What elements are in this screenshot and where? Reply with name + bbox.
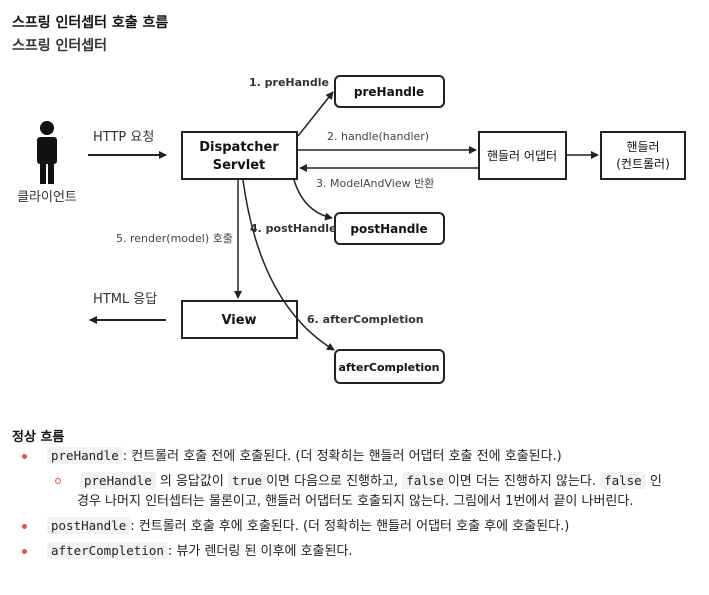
posthandle-box-label: postHandle — [350, 222, 427, 236]
item2-text: : 컨트롤러 호출 후에 호출된다. (더 정확히는 핸들러 어댑터 호출 후에… — [130, 519, 570, 534]
step6-arrow — [242, 179, 335, 351]
posthandle-box — [334, 212, 445, 245]
item1-text: : 컨트롤러 호출 전에 호출된다. (더 정확히는 핸들러 어댑터 호출 전에… — [122, 449, 562, 464]
dispatcher-label-line1: Dispatcher — [199, 140, 279, 155]
code-prehandle: preHandle — [47, 447, 123, 464]
sub1-text4: 인 — [649, 474, 662, 489]
sub1-text5: 경우 나머지 인터셉터는 물론이고, 핸들러 어댑터도 호출되지 않는다. 그림… — [77, 494, 634, 509]
handler-adapter-box — [478, 131, 567, 180]
item3-text: : 뷰가 렌더링 된 이후에 호출된다. — [167, 544, 353, 559]
sub1-text1: 의 응답값이 — [159, 474, 224, 489]
list-item-aftercompletion: afterCompletion: 뷰가 렌더링 된 이후에 호출된다. — [0, 541, 709, 562]
client-label: 클라이언트 — [17, 190, 77, 205]
code-prehandle-2: preHandle — [80, 472, 156, 489]
view-box — [181, 300, 298, 339]
view-box-label: View — [221, 313, 256, 328]
notes-list: preHandle: 컨트롤러 호출 전에 호출된다. (더 정확히는 핸들러 … — [0, 446, 709, 566]
html-response-label: HTML 응답 — [93, 292, 157, 307]
step5-label: 5. render(model) 호출 — [116, 232, 233, 245]
list-item-prehandle: preHandle: 컨트롤러 호출 전에 호출된다. (더 정확히는 핸들러 … — [0, 446, 709, 467]
interceptor-flow-diagram: 클라이언트 HTTP 요청 HTML 응답 Dispatcher Servlet… — [17, 75, 686, 384]
person-icon — [37, 121, 57, 184]
normal-flow-title: 정상 흐름 — [12, 430, 65, 445]
prehandle-box — [334, 75, 445, 108]
aftercompletion-box — [334, 349, 445, 384]
handler-box — [600, 131, 686, 180]
prehandle-box-label: preHandle — [354, 85, 424, 99]
code-posthandle: postHandle — [47, 517, 131, 534]
handler-adapter-label: 핸들러 어댑터 — [487, 148, 557, 163]
step6-label: 6. afterCompletion — [307, 313, 424, 326]
aftercompletion-box-label: afterCompletion — [339, 361, 440, 374]
list-item-posthandle: postHandle: 컨트롤러 호출 후에 호출된다. (더 정확히는 핸들러… — [0, 516, 709, 537]
sub1-text3: 이면 더는 진행하지 않는다. — [447, 474, 596, 489]
step1-label: 1. preHandle — [249, 76, 329, 89]
step1-arrow — [297, 91, 334, 137]
code-false-2: false — [600, 472, 646, 489]
page-title: 스프링 인터셉터 호출 흐름 — [12, 15, 169, 31]
step2-label: 2. handle(handler) — [327, 130, 429, 143]
dispatcher-label-line2: Servlet — [213, 158, 266, 173]
code-true: true — [227, 472, 267, 489]
handler-label-line2: (컨트롤러) — [616, 157, 670, 171]
page-subtitle: 스프링 인터셉터 — [12, 38, 108, 54]
step3-label: 3. ModelAndView 반환 — [316, 177, 434, 190]
code-false: false — [402, 472, 448, 489]
sub1-text2: 이면 다음으로 진행하고, — [266, 474, 399, 489]
handler-label-line1: 핸들러 — [626, 139, 659, 154]
step4-label: 4. postHandle — [250, 222, 336, 235]
step4-arrow — [293, 179, 333, 221]
code-aftercompletion: afterCompletion — [47, 542, 168, 559]
http-request-label: HTTP 요청 — [93, 130, 154, 145]
dispatcher-servlet-box — [181, 131, 298, 180]
